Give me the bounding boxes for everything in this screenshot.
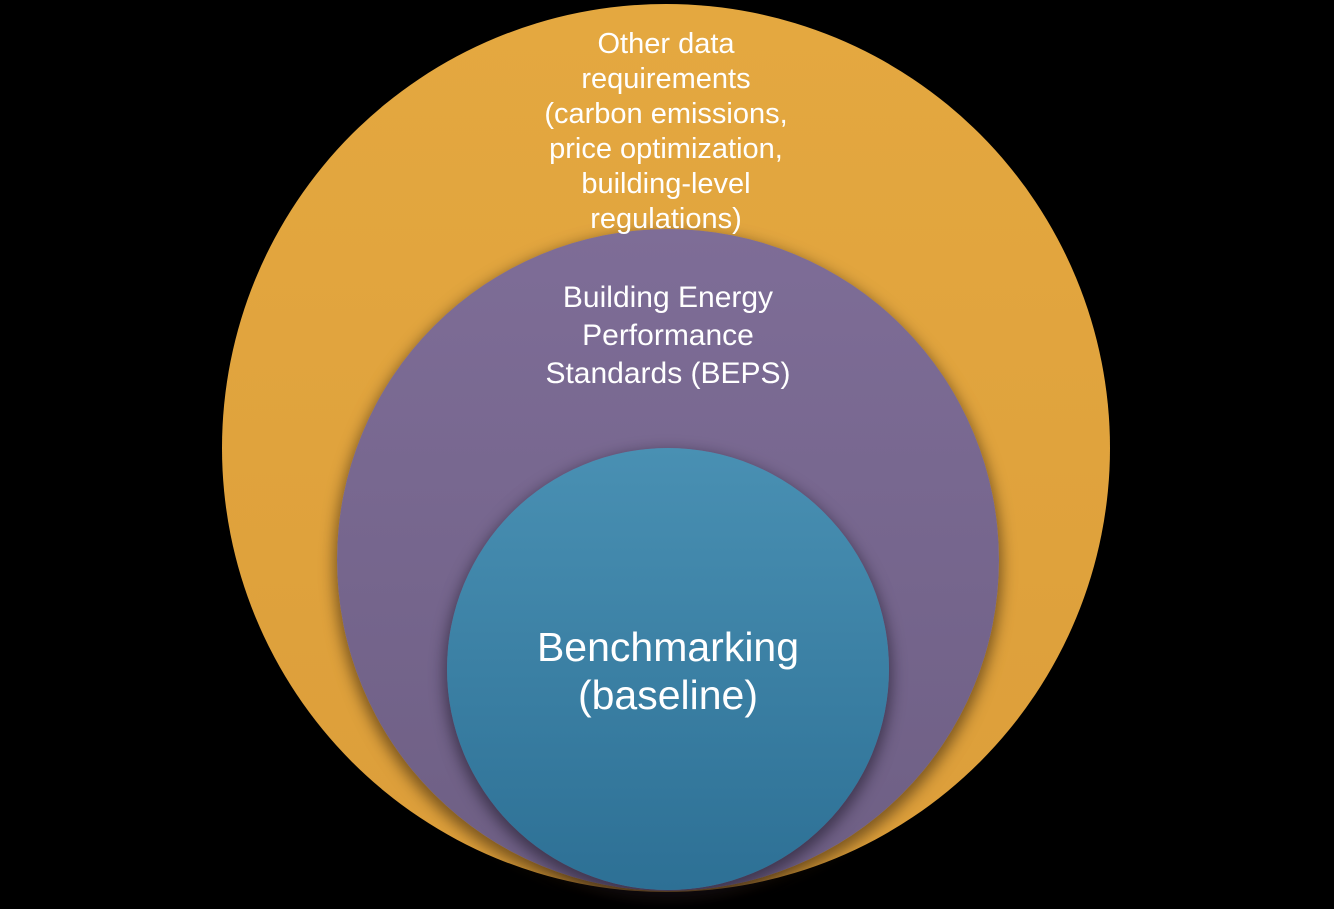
circle-benchmarking — [447, 448, 889, 890]
